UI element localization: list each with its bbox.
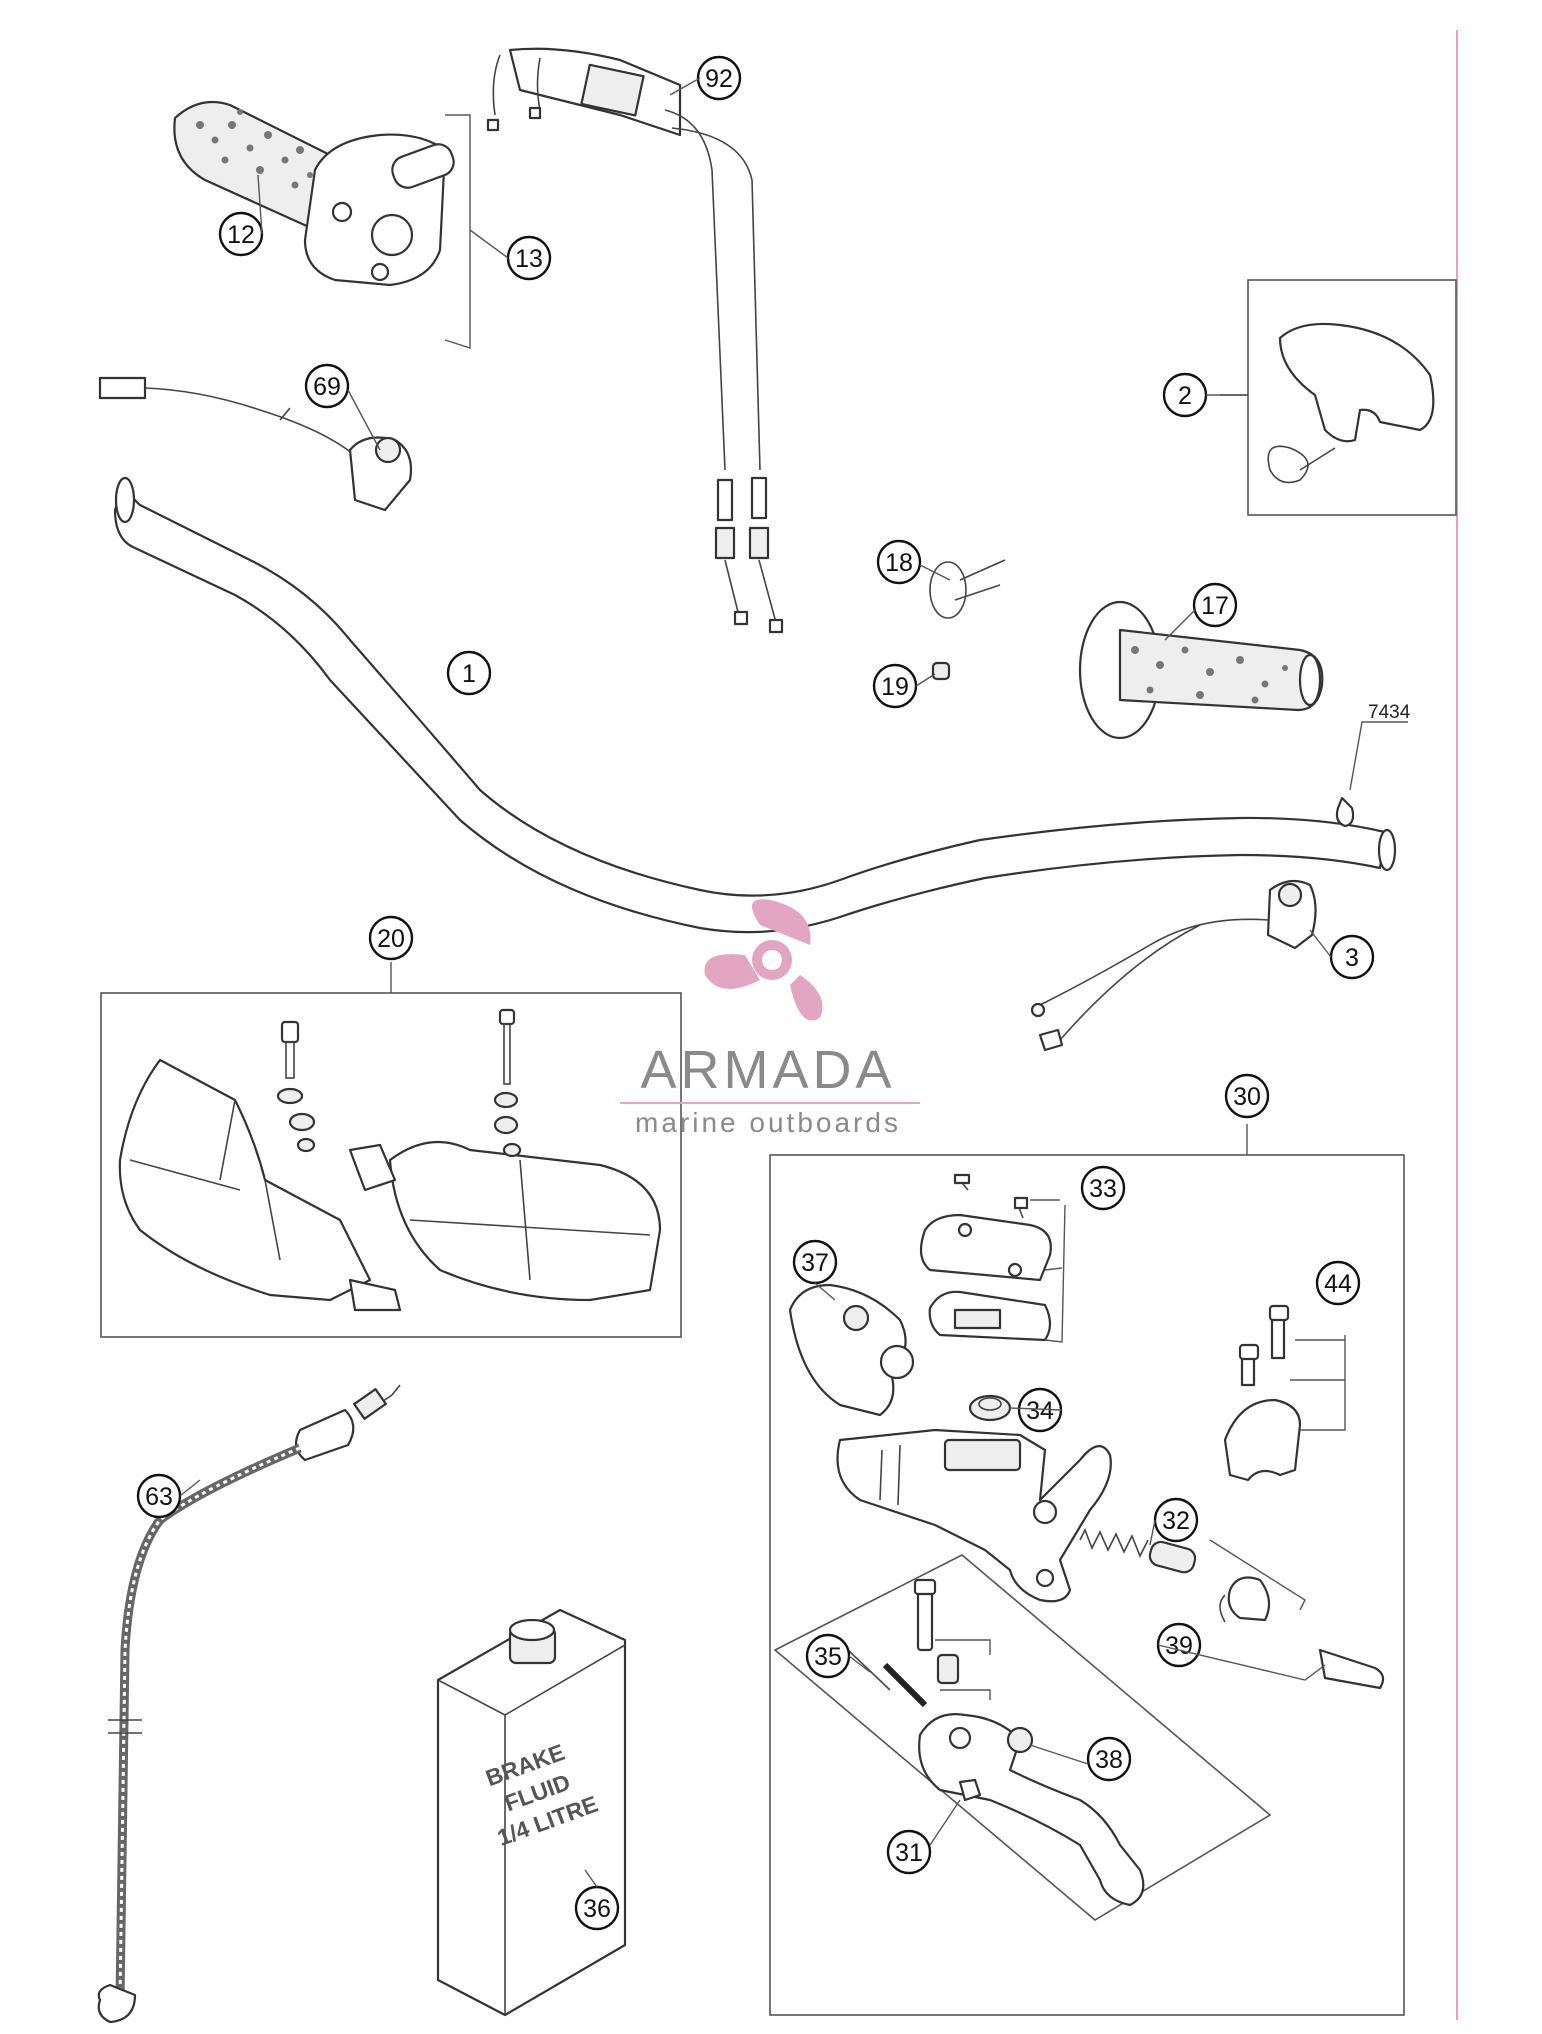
master-cylinder-kit-box xyxy=(769,1154,1405,2016)
callout-19: 19 xyxy=(872,663,918,709)
rivet xyxy=(1335,796,1355,828)
handguard-bolts xyxy=(276,1008,522,1158)
svg-text:63: 63 xyxy=(145,1483,173,1511)
svg-text:31: 31 xyxy=(895,1839,923,1867)
reservoir-cover xyxy=(919,1173,1066,1343)
svg-text:36: 36 xyxy=(583,1895,611,1923)
throttle-cables xyxy=(486,47,784,634)
svg-text:1: 1 xyxy=(462,660,476,688)
svg-text:34: 34 xyxy=(1026,1397,1054,1425)
svg-text:17: 17 xyxy=(1201,592,1229,620)
callout-30: 30 xyxy=(1224,1073,1270,1119)
callout-38: 38 xyxy=(1086,1736,1132,1782)
lever-pivot-parts xyxy=(847,1578,991,1802)
logo-subtitle: marine outboards xyxy=(635,1107,901,1138)
callout-39: 39 xyxy=(1156,1622,1202,1668)
svg-text:32: 32 xyxy=(1162,1507,1190,1535)
leader-lines xyxy=(179,77,1332,1888)
callout-31: 31 xyxy=(886,1829,932,1875)
start-switch xyxy=(1030,879,1317,1052)
callout-63: 63 xyxy=(136,1473,182,1519)
callout-3: 3 xyxy=(1329,934,1375,980)
handlebar-clamp xyxy=(1223,1304,1346,1482)
small-nut xyxy=(931,661,951,681)
svg-text:44: 44 xyxy=(1324,1270,1352,1298)
cover-kit-box xyxy=(1247,279,1457,516)
svg-text:19: 19 xyxy=(881,673,909,701)
svg-text:13: 13 xyxy=(515,245,543,273)
svg-text:37: 37 xyxy=(801,1249,829,1277)
part-number-label: 7434 xyxy=(1368,702,1411,723)
handguard-right xyxy=(348,1140,662,1302)
svg-text:38: 38 xyxy=(1095,1746,1123,1774)
callout-12: 12 xyxy=(218,211,264,257)
svg-text:2: 2 xyxy=(1178,382,1192,410)
brake-lever xyxy=(918,1713,1145,1907)
callout-44: 44 xyxy=(1315,1260,1361,1306)
master-cylinder-body xyxy=(836,1428,1112,1603)
svg-text:18: 18 xyxy=(885,549,913,577)
lever-bracket xyxy=(788,1283,915,1417)
lever-kit-box xyxy=(773,1554,1272,1921)
svg-text:12: 12 xyxy=(227,221,255,249)
handguard-left xyxy=(118,1058,402,1312)
bar-cover xyxy=(1267,322,1435,484)
left-grip xyxy=(1078,600,1324,740)
svg-text:92: 92 xyxy=(705,65,733,93)
callout-1: 1 xyxy=(446,650,492,696)
svg-text:3: 3 xyxy=(1345,944,1359,972)
piston-spring xyxy=(1079,1528,1385,1690)
cable-tie xyxy=(929,559,1006,619)
brake-line xyxy=(97,1384,401,2024)
callout-37: 37 xyxy=(792,1239,838,1285)
callout-34: 34 xyxy=(1017,1387,1063,1433)
logo-title: ARMADA xyxy=(640,1040,895,1100)
svg-text:30: 30 xyxy=(1233,1083,1261,1111)
callout-69: 69 xyxy=(304,363,350,409)
handlebar xyxy=(113,476,1397,934)
diaphragm xyxy=(968,1394,1012,1422)
svg-text:39: 39 xyxy=(1165,1632,1193,1660)
callout-32: 32 xyxy=(1153,1497,1199,1543)
throttle-housing xyxy=(303,114,471,349)
callout-18: 18 xyxy=(876,539,922,585)
svg-text:35: 35 xyxy=(814,1643,842,1671)
callout-35: 35 xyxy=(805,1633,851,1679)
callout-13: 13 xyxy=(506,235,552,281)
callout-2: 2 xyxy=(1162,372,1208,418)
callout-20: 20 xyxy=(368,915,414,961)
svg-text:33: 33 xyxy=(1089,1175,1117,1203)
armada-logo: ARMADA marine outboards xyxy=(620,899,920,1138)
svg-text:69: 69 xyxy=(313,373,341,401)
svg-text:20: 20 xyxy=(377,925,405,953)
callout-36: 36 xyxy=(574,1885,620,1931)
kill-switch xyxy=(98,376,413,512)
callout-17: 17 xyxy=(1192,582,1238,628)
callout-33: 33 xyxy=(1080,1165,1126,1211)
callout-92: 92 xyxy=(696,55,742,101)
